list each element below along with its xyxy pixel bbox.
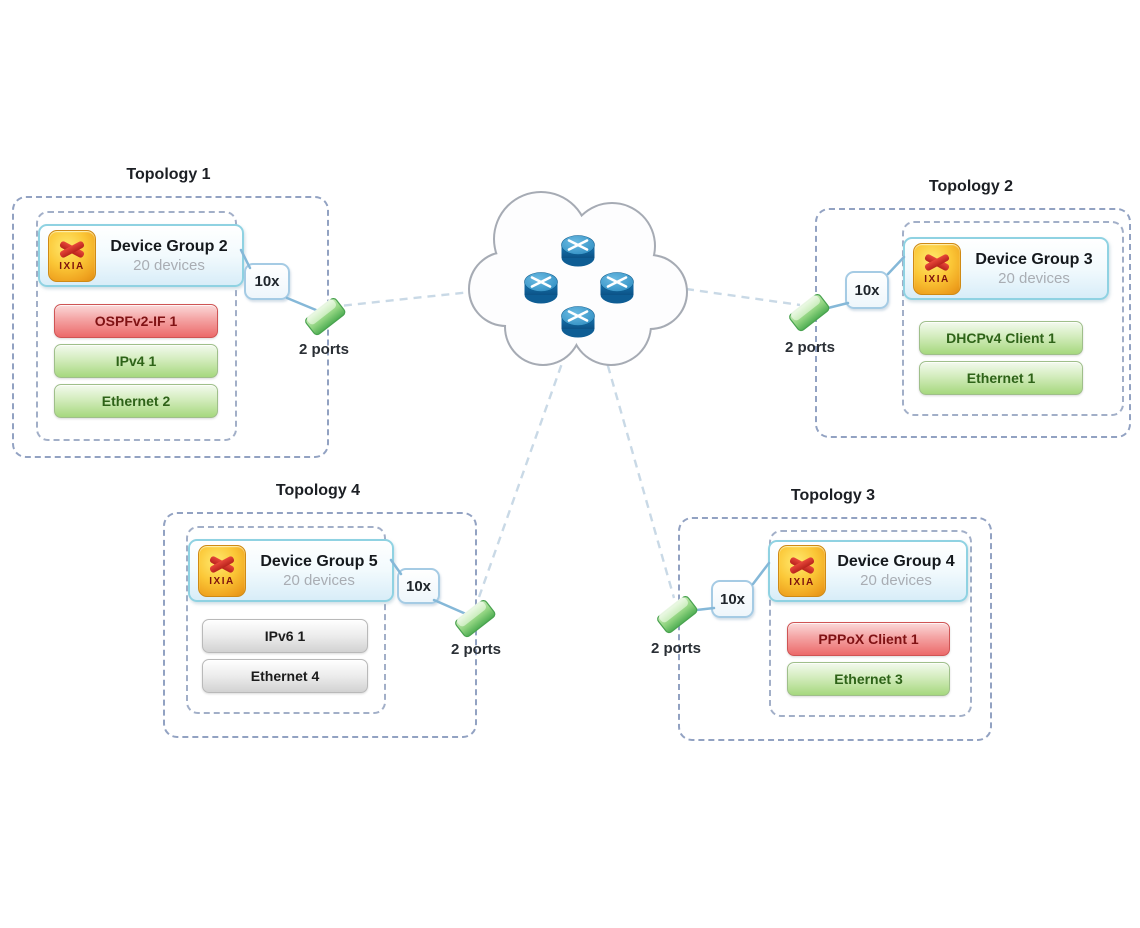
ixia-logo-text: IXIA (59, 261, 85, 272)
device-group-5-header[interactable]: IXIA Device Group 5 20 devices (188, 539, 394, 602)
protocol-stack: OSPFv2-IF 1 IPv4 1 Ethernet 2 (54, 304, 218, 418)
ixia-x-glyph (57, 239, 87, 259)
ixia-x-glyph (787, 555, 817, 575)
ixia-logo-text: IXIA (924, 274, 950, 285)
device-group-text: Device Group 3 20 devices (969, 250, 1099, 288)
device-group-name: Device Group 2 (110, 237, 228, 255)
protocol-stack: PPPoX Client 1 Ethernet 3 (787, 622, 950, 696)
topology-4-device-group-boundary (186, 526, 386, 714)
topology-3-device-group-boundary (769, 530, 972, 717)
topology-2-device-group-boundary (902, 221, 1124, 416)
ixia-logo-icon: IXIA (913, 242, 961, 295)
device-count: 20 devices (133, 256, 205, 274)
multiplier-badge[interactable]: 10x (244, 263, 290, 300)
protocol-ethernet[interactable]: Ethernet 4 (202, 659, 368, 693)
multiplier-badge[interactable]: 10x (845, 271, 889, 309)
topology-1-title: Topology 1 (126, 166, 211, 183)
protocol-ipv6[interactable]: IPv6 1 (202, 619, 368, 653)
ixia-logo-icon: IXIA (48, 229, 96, 282)
protocol-pppox-client[interactable]: PPPoX Client 1 (787, 622, 950, 656)
topology-2-title: Topology 2 (928, 178, 1014, 195)
ports-label: 2 ports (450, 641, 501, 658)
protocol-ospfv2-if[interactable]: OSPFv2-IF 1 (54, 304, 218, 338)
router-icon (523, 271, 559, 305)
multiplier-badge[interactable]: 10x (711, 580, 754, 618)
protocol-stack: IPv6 1 Ethernet 4 (202, 619, 368, 693)
ports-label: 2 ports (784, 339, 835, 356)
ixia-x-glyph (922, 252, 952, 272)
device-group-4-header[interactable]: IXIA Device Group 4 20 devices (768, 540, 968, 602)
protocol-ethernet[interactable]: Ethernet 2 (54, 384, 218, 418)
topology-3-title: Topology 3 (790, 487, 876, 504)
protocol-stack: DHCPv4 Client 1 Ethernet 1 (919, 321, 1083, 395)
link-topology1-cloud (329, 289, 481, 309)
device-count: 20 devices (998, 269, 1070, 287)
router-icon (560, 305, 596, 339)
multiplier-badge[interactable]: 10x (397, 568, 440, 604)
protocol-dhcpv4-client[interactable]: DHCPv4 Client 1 (919, 321, 1083, 355)
device-group-2-header[interactable]: IXIA Device Group 2 20 devices (38, 224, 244, 287)
topology-4-title: Topology 4 (275, 482, 361, 499)
link-cloud-topology4 (476, 351, 568, 601)
device-group-name: Device Group 3 (975, 250, 1093, 268)
device-group-text: Device Group 2 20 devices (104, 237, 234, 275)
link-cloud-topology2 (685, 287, 801, 307)
device-group-3-header[interactable]: IXIA Device Group 3 20 devices (903, 237, 1109, 300)
device-group-name: Device Group 4 (837, 553, 955, 570)
protocol-ethernet[interactable]: Ethernet 3 (787, 662, 950, 696)
router-icon (599, 271, 635, 305)
link-cloud-topology3 (602, 351, 676, 599)
device-group-text: Device Group 4 20 devices (834, 552, 958, 590)
protocol-ipv4[interactable]: IPv4 1 (54, 344, 218, 378)
cloud-icon[interactable] (468, 191, 688, 366)
device-group-name: Device Group 5 (260, 552, 378, 570)
topology-1-device-group-boundary (36, 211, 237, 441)
device-count: 20 devices (283, 571, 355, 589)
ixia-logo-text: IXIA (789, 576, 815, 588)
ixia-logo-text: IXIA (209, 576, 235, 587)
device-group-text: Device Group 5 20 devices (254, 552, 384, 590)
protocol-ethernet[interactable]: Ethernet 1 (919, 361, 1083, 395)
ports-label: 2 ports (650, 640, 701, 657)
ixia-logo-icon: IXIA (198, 544, 246, 597)
ports-label: 2 ports (298, 341, 349, 358)
ixia-x-glyph (207, 554, 237, 574)
device-count: 20 devices (860, 572, 932, 589)
router-icon (560, 234, 596, 268)
ixia-logo-icon: IXIA (778, 545, 826, 597)
